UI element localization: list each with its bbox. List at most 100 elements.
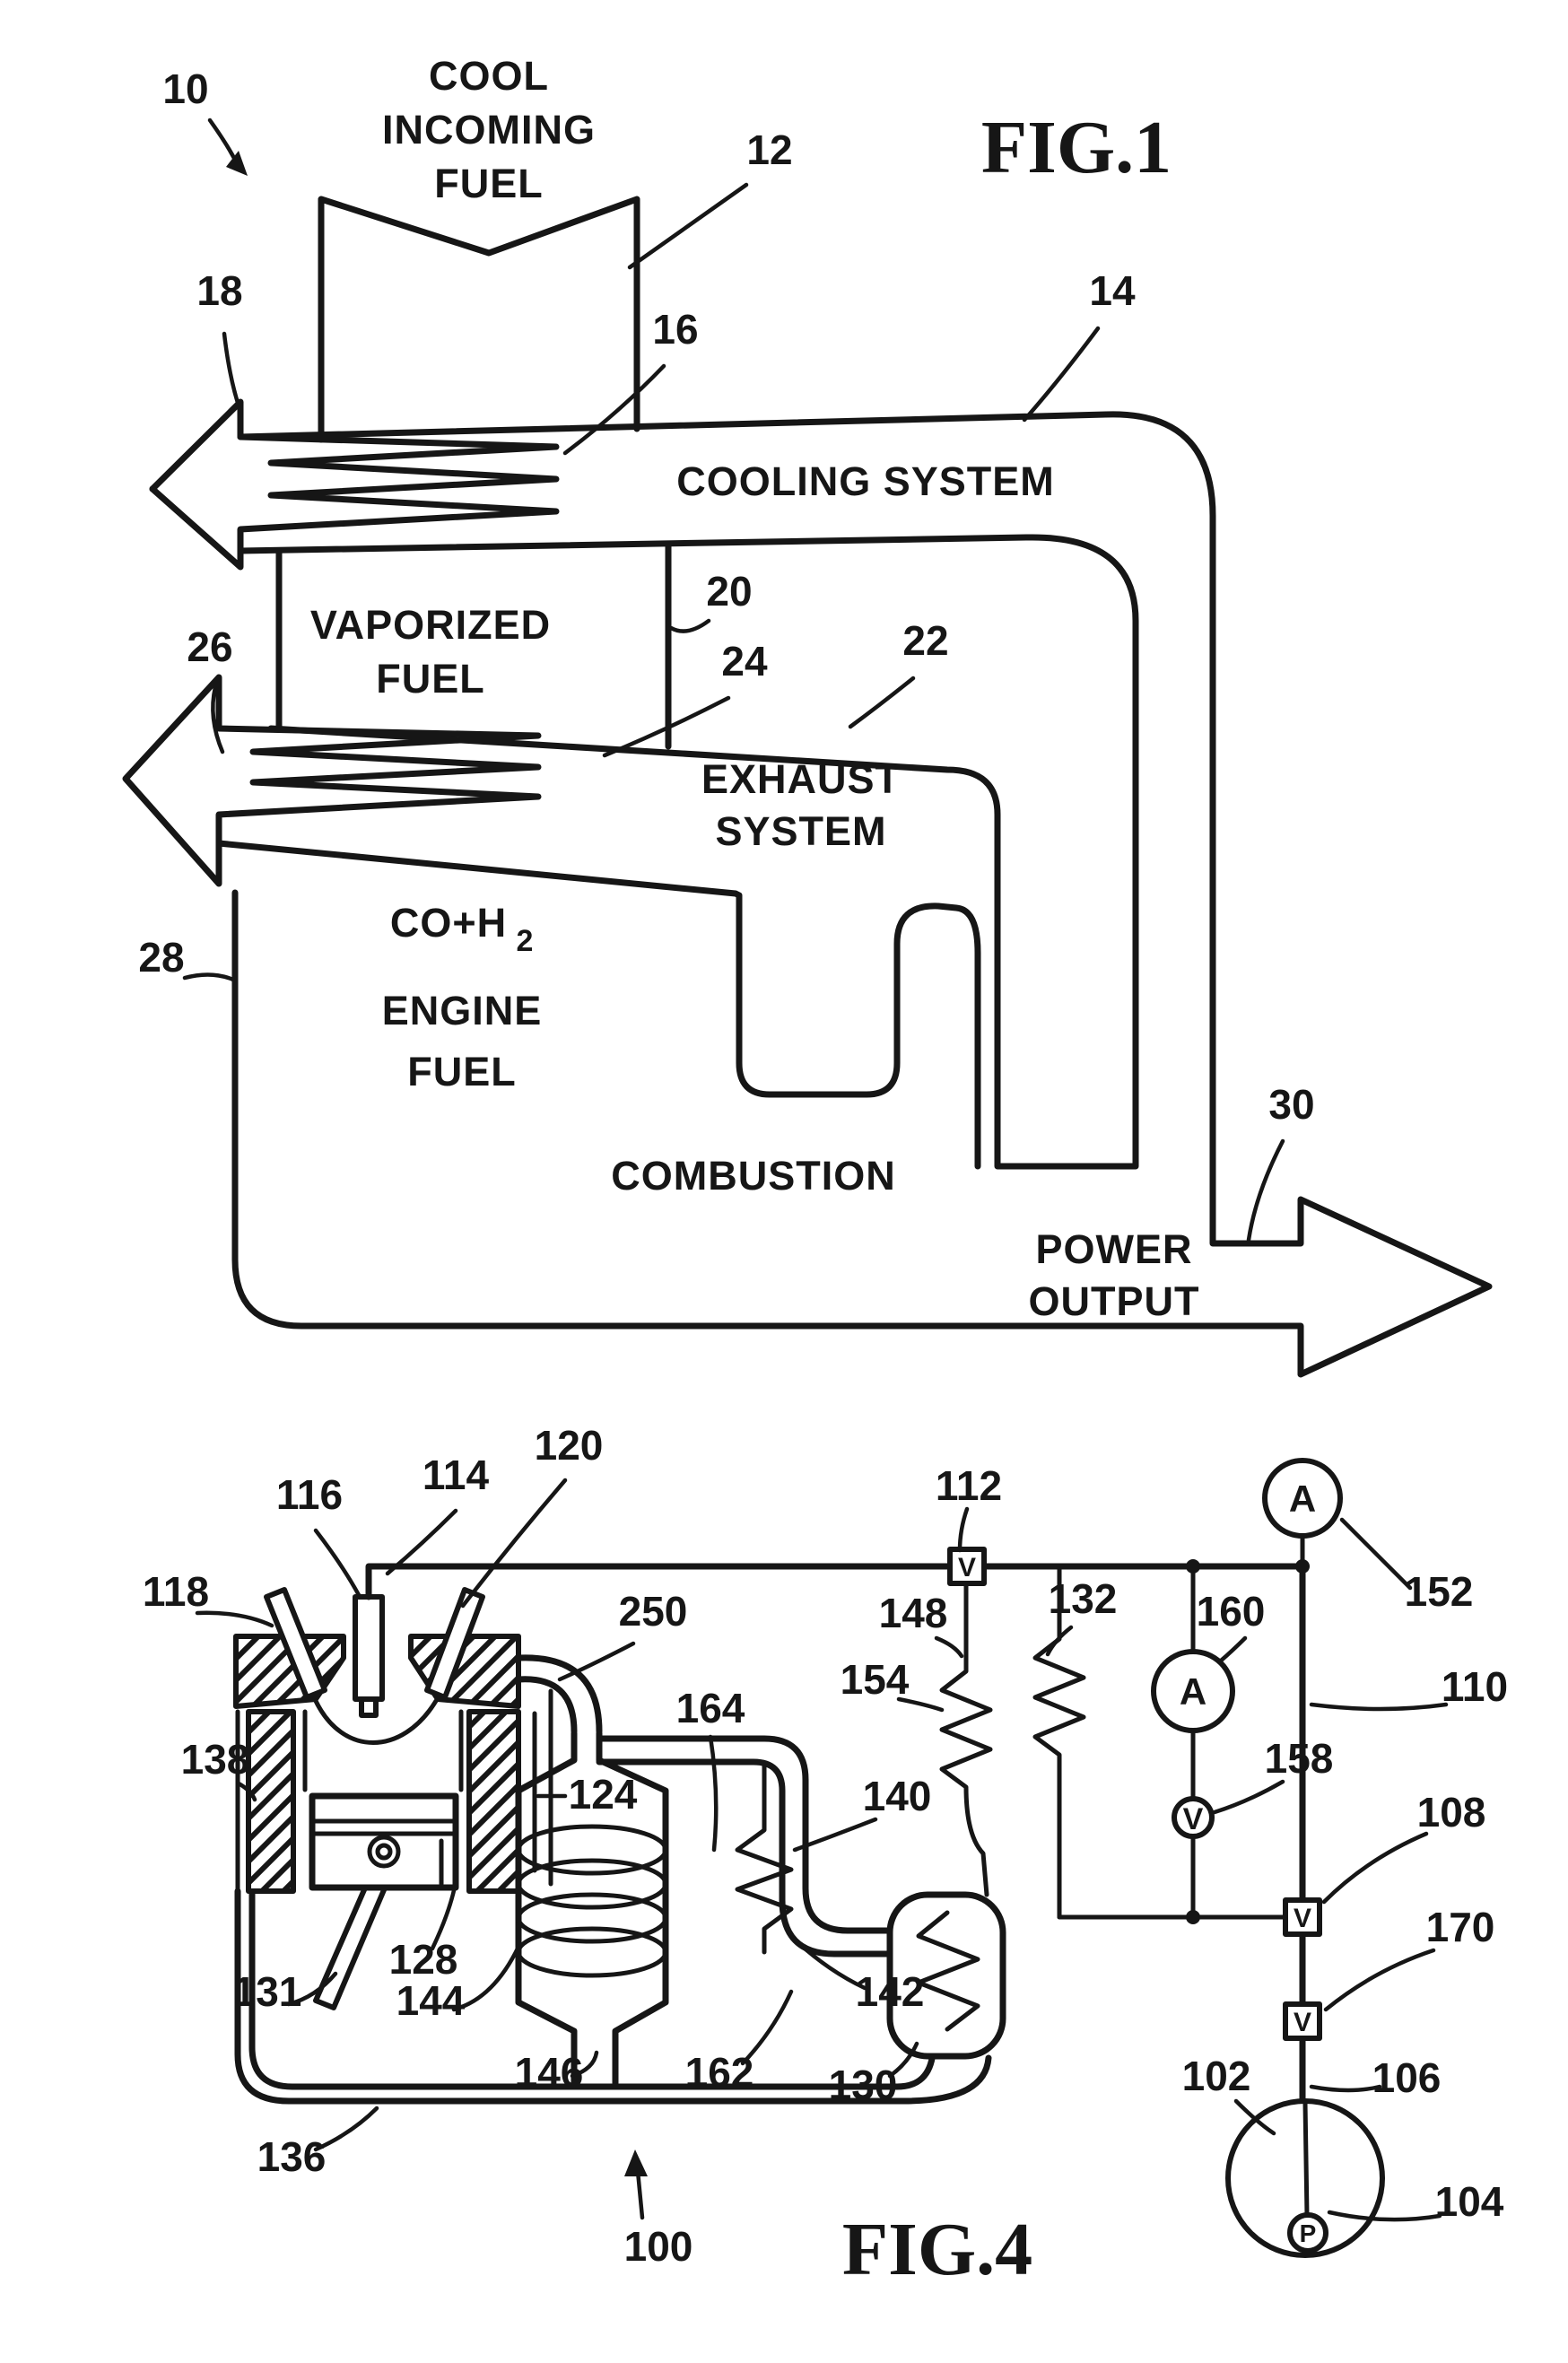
leader-ref-164 xyxy=(708,1734,719,1853)
pump-104-letter: P xyxy=(1300,2219,1317,2247)
cylinder-wall-left xyxy=(246,1709,296,1894)
ref-120-label: 120 xyxy=(535,1422,604,1469)
leader-ref-132 xyxy=(1045,1625,1074,1657)
transfer-pipe-250 xyxy=(515,1654,603,1735)
piston-ring-lines xyxy=(311,1818,457,1887)
ref-102-label: 102 xyxy=(1182,2053,1251,2099)
heated-line-154 xyxy=(939,1579,993,1897)
leader-ref-120 xyxy=(460,1478,568,1609)
ammeter-152-icon xyxy=(1262,1458,1343,1539)
ref-108-label: 108 xyxy=(1417,1789,1486,1835)
exhaust-system-line1: EXHAUST xyxy=(701,756,901,802)
leader-ref-12 xyxy=(627,182,749,270)
leader-ref-104 xyxy=(1327,2210,1442,2222)
ref-124-label: 124 xyxy=(569,1771,638,1818)
leader-ref-140 xyxy=(792,1817,878,1853)
ref-114-label: 114 xyxy=(422,1452,490,1498)
leader-ref-160 xyxy=(1217,1635,1248,1664)
leader-ref-10-arrowhead xyxy=(226,151,248,176)
valve-108-letter: V xyxy=(1294,1904,1311,1933)
catalyst-coil-turn-3 xyxy=(516,1892,668,1944)
converter-outlet-pipe xyxy=(596,1735,893,1958)
cylinder-liner-lines xyxy=(235,1709,464,1894)
combustion-chamber-dome xyxy=(313,1698,439,1745)
ammeter-152-letter: A xyxy=(1289,1478,1316,1520)
leader-ref-22 xyxy=(848,676,916,729)
junction-dot-meter xyxy=(1186,1559,1200,1574)
ref-26-label: 26 xyxy=(187,623,232,670)
leader-ref-131 xyxy=(286,1971,338,2007)
ref-158-label: 158 xyxy=(1265,1735,1334,1782)
leader-ref-142 xyxy=(792,1937,867,1991)
leader-ref-118 xyxy=(195,1610,274,1628)
vaporized-fuel-box-edges xyxy=(275,542,672,750)
catalyst-coil-turn-1 xyxy=(516,1824,668,1876)
leader-ref-154 xyxy=(896,1696,945,1713)
ref-144-label: 144 xyxy=(396,1977,466,2024)
power-output-line2: OUTPUT xyxy=(1029,1278,1200,1324)
leader-ref-148 xyxy=(934,1635,964,1659)
leader-ref-20 xyxy=(668,618,711,633)
fig1-title: FIG.1 xyxy=(981,106,1172,189)
piston xyxy=(309,1792,459,1891)
leader-ref-158 xyxy=(1212,1779,1285,1815)
ref-28-label: 28 xyxy=(138,934,184,981)
ref-170-label: 170 xyxy=(1426,1904,1495,1950)
cool-incoming-fuel-line3: FUEL xyxy=(434,161,544,206)
leader-ref-152 xyxy=(1339,1517,1413,1591)
ref-148-label: 148 xyxy=(879,1590,948,1636)
vaporized-fuel-line1: VAPORIZED xyxy=(310,602,551,648)
heat-exchange-zigzag-exhaust xyxy=(122,674,542,887)
ref-116-label: 116 xyxy=(276,1471,343,1518)
engine-fuel-line2: FUEL xyxy=(407,1049,517,1094)
wrist-pin-outer xyxy=(367,1835,401,1869)
leader-ref-114 xyxy=(385,1508,458,1576)
leader-ref-170 xyxy=(1323,1948,1436,2012)
cool-incoming-fuel-line1: COOL xyxy=(429,53,549,99)
leader-ref-28 xyxy=(182,972,236,982)
ref-10-label: 10 xyxy=(162,65,208,112)
cooling-loop-power-arrow-outline xyxy=(149,398,1493,1378)
ref-142-label: 142 xyxy=(856,1968,925,2015)
ref-24-label: 24 xyxy=(721,638,768,684)
main-fuel-line xyxy=(365,1563,1306,1600)
valve-112-icon xyxy=(947,1547,987,1586)
ref-164-label: 164 xyxy=(676,1685,745,1731)
leader-ref-24 xyxy=(602,695,731,758)
engine-fuel-line1: ENGINE xyxy=(382,988,543,1033)
ref-250-label: 250 xyxy=(619,1588,688,1635)
leader-ref-16 xyxy=(562,363,666,456)
ref-14-label: 14 xyxy=(1089,267,1136,314)
fig4-title: FIG.4 xyxy=(842,2208,1032,2291)
junction-dot-bottom xyxy=(1186,1910,1200,1924)
valve-112-letter: V xyxy=(958,1553,976,1583)
leader-ref-110 xyxy=(1309,1702,1449,1712)
catalyst-coil-turn-4 xyxy=(516,1926,668,1978)
leader-ref-162 xyxy=(740,1989,794,2066)
ref-12-label: 12 xyxy=(746,126,792,173)
heat-exchange-zigzag-cooling xyxy=(149,433,560,571)
leader-ref-128 xyxy=(430,1879,458,1951)
leader-ref-102 xyxy=(1233,2098,1276,2136)
power-output-line1: POWER xyxy=(1035,1226,1192,1272)
ref-128-label: 128 xyxy=(389,1936,458,1983)
leader-ref-146 xyxy=(570,2050,599,2079)
tank-dip-line-106 xyxy=(1302,2100,1310,2219)
crankcase-loop-outer xyxy=(234,1888,992,2105)
connecting-rod xyxy=(313,1883,388,2010)
heat-exchanger-coil xyxy=(916,1910,980,2032)
ammeter-160-letter: A xyxy=(1180,1670,1206,1713)
leader-ref-10 xyxy=(207,118,240,166)
leader-ref-130 xyxy=(887,2041,919,2079)
exhaust-system-line2: SYSTEM xyxy=(715,808,886,854)
fuel-gallery-124 xyxy=(532,1688,553,1887)
leader-ref-116 xyxy=(313,1528,362,1598)
ref-152-label: 152 xyxy=(1405,1568,1474,1615)
valve-108-icon xyxy=(1283,1897,1322,1937)
ref-130-label: 130 xyxy=(829,2062,898,2108)
exhaust-band-bottom-combustion-stub xyxy=(215,840,981,1170)
fuel-chute-shape xyxy=(318,196,640,443)
cooling-band-bottom-exhaust-top xyxy=(237,534,1139,1170)
heater-element-140 xyxy=(735,1761,794,1955)
